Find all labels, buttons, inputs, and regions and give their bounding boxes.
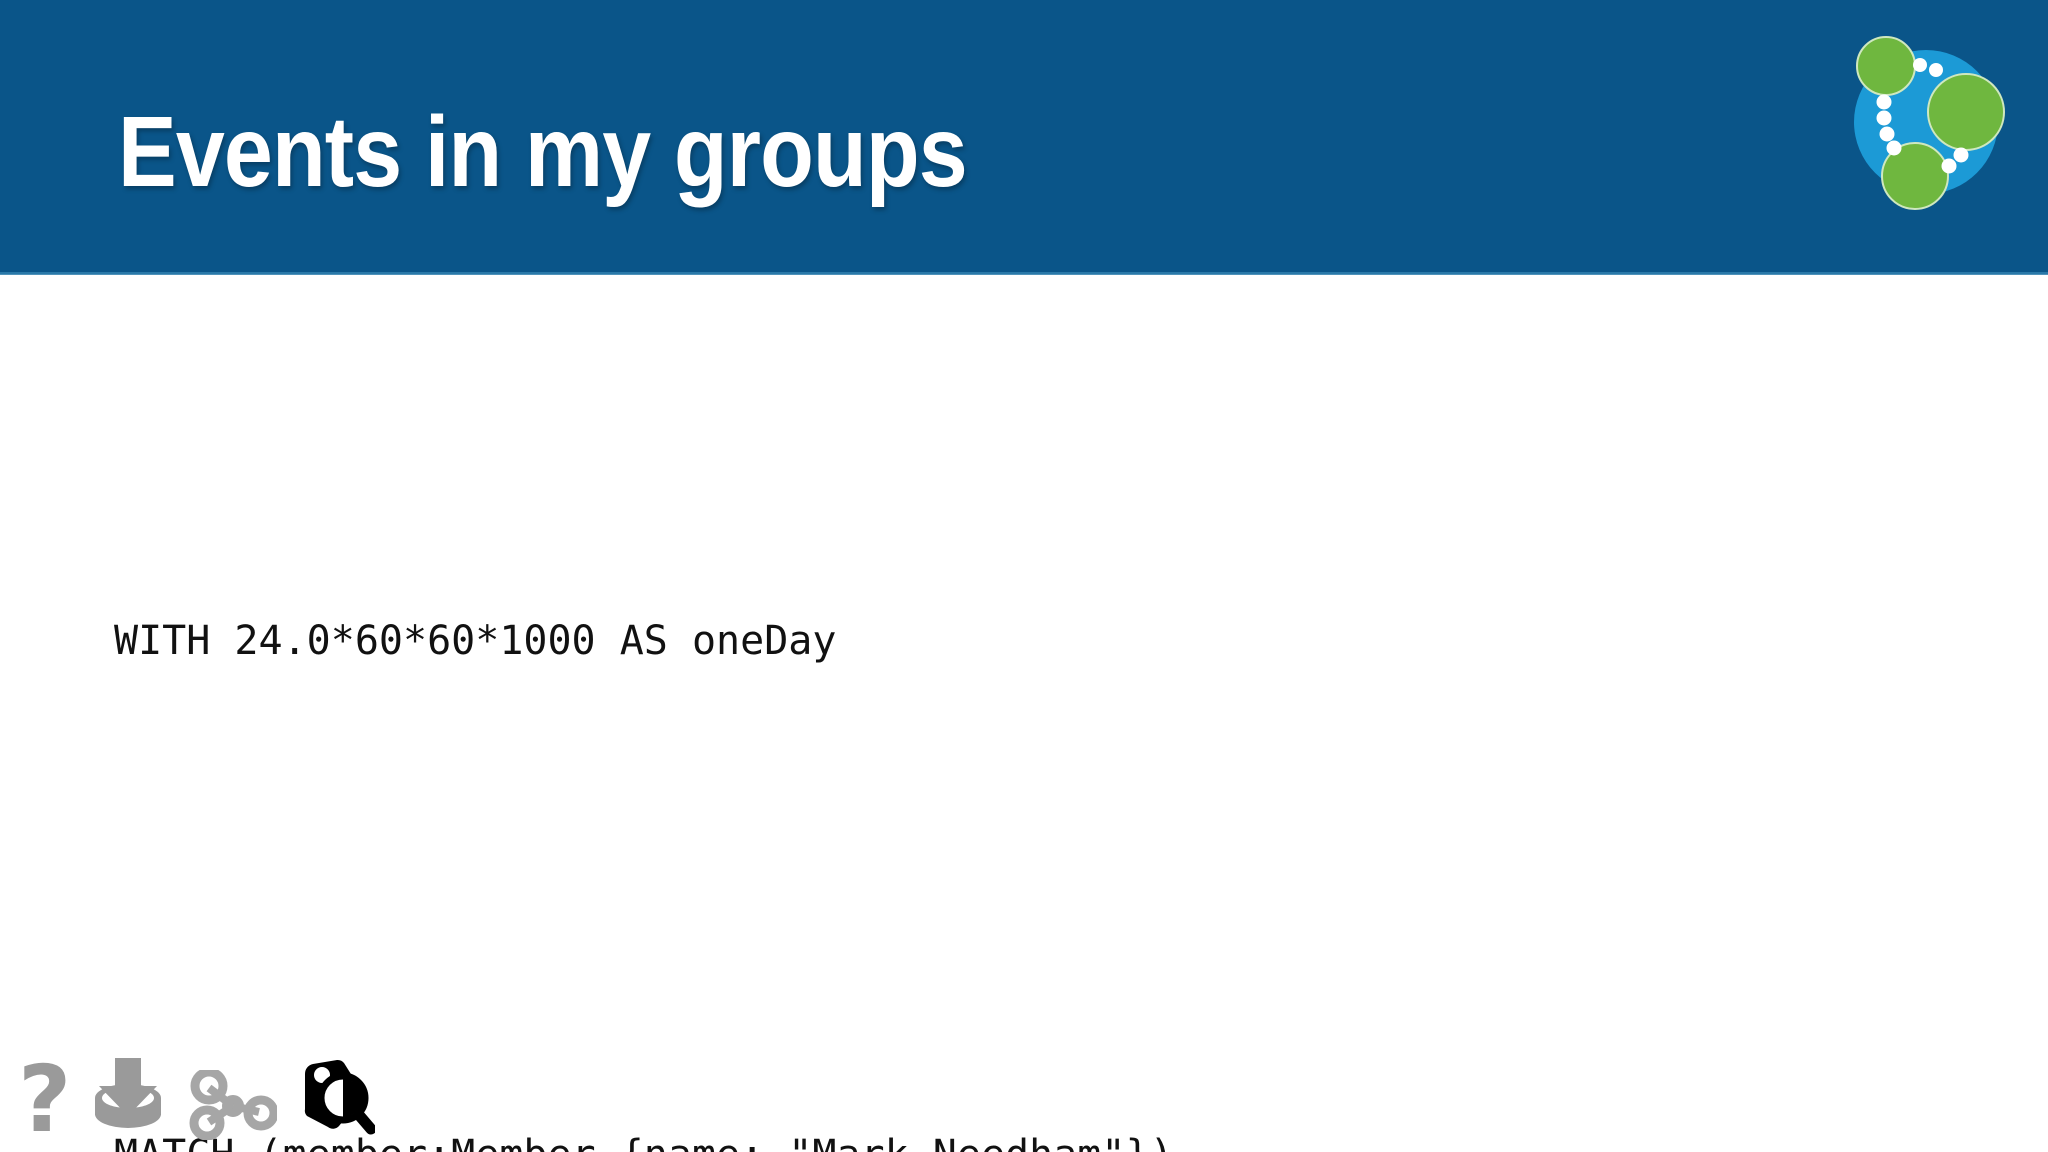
graph-network-icon[interactable] xyxy=(185,1070,278,1140)
question-mark-glyph: ? xyxy=(18,1054,72,1140)
cypher-query: WITH 24.0*60*60*1000 AS oneDay MATCH (me… xyxy=(114,300,1964,1152)
import-to-database-icon[interactable] xyxy=(85,1054,171,1140)
code-block: MATCH (member:Member {name: "Mark Needha… xyxy=(114,1000,1964,1152)
code-block: WITH 24.0*60*60*1000 AS oneDay xyxy=(114,486,1964,796)
header-divider xyxy=(0,272,2048,275)
page-title: Events in my groups xyxy=(118,96,968,208)
neo4j-logo xyxy=(1854,36,2005,210)
code-line: MATCH (member:Member {name: "Mark Needha… xyxy=(114,1124,1964,1152)
question-mark-icon[interactable]: ? xyxy=(18,1054,71,1140)
icon-strip: ? xyxy=(18,1048,376,1140)
tag-inspect-icon[interactable] xyxy=(291,1056,376,1140)
slide-header xyxy=(0,0,2048,274)
code-line: WITH 24.0*60*60*1000 AS oneDay xyxy=(114,618,837,664)
